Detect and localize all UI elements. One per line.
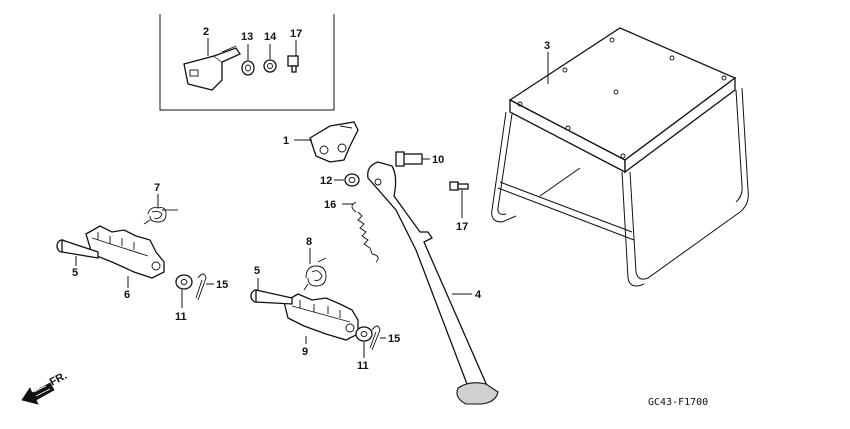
part-7-spring <box>143 207 178 225</box>
part-8-spring <box>303 257 327 291</box>
label-9: 9 <box>302 346 308 358</box>
diagram-code: GC43-F1700 <box>648 397 708 408</box>
part-15-cotter-left <box>195 273 207 301</box>
part-10-bolt <box>395 151 423 167</box>
part-16-spring <box>351 201 379 263</box>
label-8: 8 <box>306 236 312 248</box>
label-16: 16 <box>324 199 336 211</box>
part-14-nut <box>263 59 277 73</box>
part-3-stand <box>491 27 749 287</box>
label-15-right: 15 <box>388 333 400 345</box>
part-9-footpeg <box>283 293 359 341</box>
label-12: 12 <box>320 175 332 187</box>
label-1: 1 <box>283 135 289 147</box>
label-6: 6 <box>124 289 130 301</box>
label-5-left: 5 <box>72 267 78 279</box>
label-4: 4 <box>475 289 482 301</box>
part-5-pin-left <box>56 239 99 259</box>
label-11-left: 11 <box>175 311 187 323</box>
part-11-washer-right <box>355 326 373 342</box>
label-17-lower: 17 <box>456 221 468 233</box>
label-5-right: 5 <box>254 265 260 277</box>
part-17-bolt-top <box>287 55 299 73</box>
label-14: 14 <box>264 31 277 43</box>
label-17-top: 17 <box>290 28 302 40</box>
label-11-right: 11 <box>357 360 369 372</box>
leader-lines <box>75 38 549 358</box>
fr-label: FR. <box>48 370 69 389</box>
part-1-pivot-bracket <box>309 121 359 163</box>
front-direction-arrow: FR. <box>21 370 69 405</box>
label-2: 2 <box>203 26 209 38</box>
part-4-side-stand <box>367 161 499 405</box>
label-7: 7 <box>154 182 160 194</box>
label-3: 3 <box>544 40 550 52</box>
part-2-bracket <box>183 45 241 91</box>
part-15-cotter-right <box>369 325 381 351</box>
part-13-washer <box>241 60 255 76</box>
part-6-footpeg <box>85 225 165 279</box>
label-13: 13 <box>241 31 253 43</box>
label-15-left: 15 <box>216 279 228 291</box>
part-17-bolt-lower <box>449 181 469 191</box>
part-5-pin-right <box>250 289 293 305</box>
part-11-washer-left <box>175 274 193 290</box>
inset-box <box>159 14 335 111</box>
part-12-nut <box>344 173 360 187</box>
label-10: 10 <box>432 154 444 166</box>
